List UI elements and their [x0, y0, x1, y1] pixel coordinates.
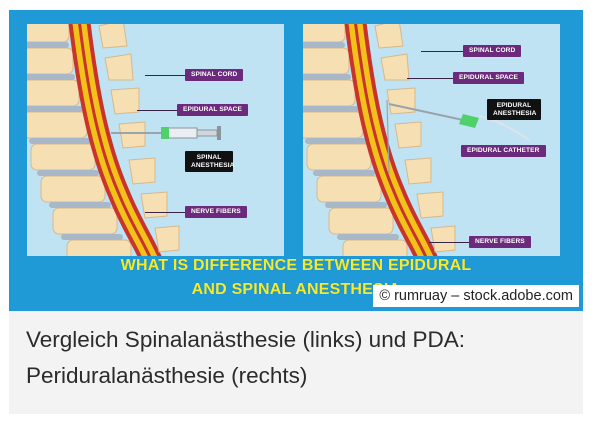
label-epidural-space-right: EPIDURAL SPACE: [453, 72, 525, 84]
spine-cross-section-left: [27, 24, 221, 256]
label-spinal-cord-right: SPINAL CORD: [463, 45, 522, 57]
epidural-needle: [386, 99, 530, 175]
label-epidural-anesthesia: EPIDURAL ANESTHESIA: [487, 99, 541, 121]
spine-cross-section-right: [303, 24, 530, 256]
image-credit: © rumruay – stock.adobe.com: [373, 285, 579, 307]
image-card: SPINAL CORD EPIDURAL SPACE SPINAL ANESTH…: [9, 10, 583, 414]
label-spinal-cord-left: SPINAL CORD: [185, 69, 244, 81]
vertebral-bodies: [303, 24, 408, 256]
headline-line-1: WHAT IS DIFFERENCE BETWEEN EPIDURAL: [120, 257, 472, 274]
epidural-anesthesia-panel: SPINAL CORD EPIDURAL SPACE EPIDURAL ANES…: [303, 24, 560, 256]
label-spinal-anesthesia: SPINAL ANESTHESIA: [185, 151, 234, 173]
spinal-needle: [111, 126, 221, 140]
intervertebral-discs: [27, 42, 123, 240]
intervertebral-discs: [303, 42, 399, 240]
label-nerve-fibers-right: NERVE FIBERS: [469, 236, 531, 248]
label-nerve-fibers-left: NERVE FIBERS: [185, 206, 247, 218]
label-epidural-catheter: EPIDURAL CATHETER: [461, 145, 546, 157]
anesthesia-illustration: SPINAL CORD EPIDURAL SPACE SPINAL ANESTH…: [9, 10, 583, 311]
image-caption: Vergleich Spinalanästhesie (links) und P…: [26, 327, 465, 388]
spinous-processes: [374, 24, 456, 253]
label-epidural-space-left: EPIDURAL SPACE: [177, 104, 249, 116]
spinous-processes: [98, 24, 180, 253]
headline-line-2: AND SPINAL ANESTHESIA: [191, 281, 401, 298]
spinal-anesthesia-panel: SPINAL CORD EPIDURAL SPACE SPINAL ANESTH…: [27, 24, 284, 256]
